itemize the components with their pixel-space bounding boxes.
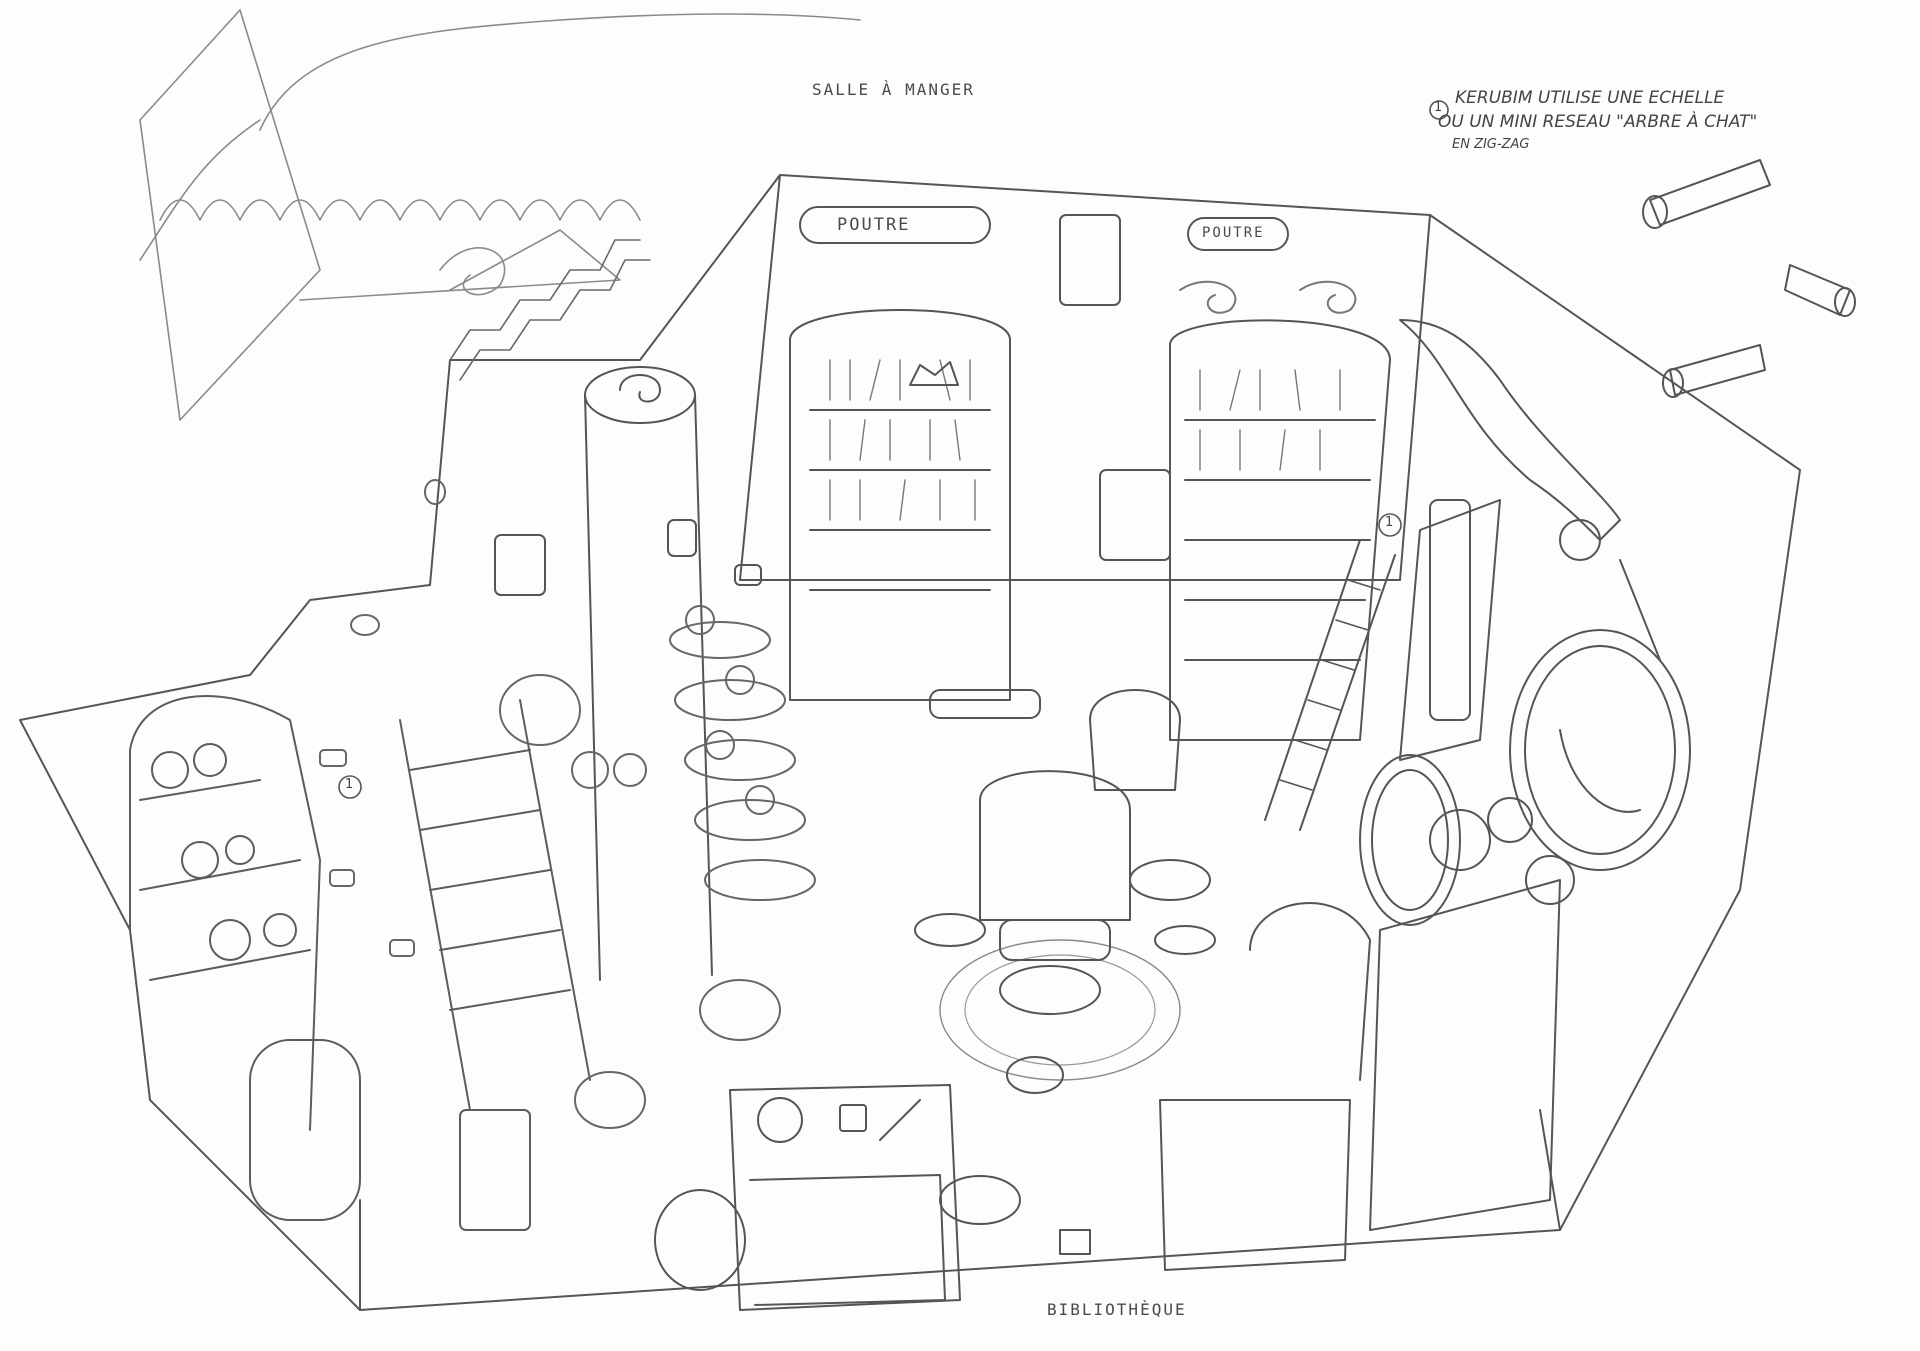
foreground-chest bbox=[654, 1084, 1091, 1311]
right-cabinets bbox=[1159, 797, 1575, 1271]
top-room-label: SALLE À MANGER bbox=[812, 80, 975, 99]
note-line-3: EN ZIG-ZAG bbox=[1452, 137, 1530, 152]
wall-tubes bbox=[319, 479, 446, 957]
wall-frames bbox=[494, 214, 1471, 721]
wall-swirls bbox=[1179, 280, 1357, 314]
back-bookcase-right bbox=[1169, 319, 1391, 741]
wall-marker-left: 1 bbox=[345, 777, 354, 792]
pillar-shelves bbox=[499, 605, 816, 1129]
back-bookcase-left bbox=[789, 309, 1011, 701]
left-bookcase bbox=[399, 699, 591, 1231]
wall-marker-right: 1 bbox=[1385, 515, 1394, 530]
note-line-2: OU UN MINI RESEAU "ARBRE À CHAT" bbox=[1438, 112, 1758, 132]
staircase bbox=[449, 239, 651, 381]
beam-label-right: POUTRE bbox=[1202, 225, 1265, 241]
cat-tubes bbox=[1642, 159, 1856, 398]
room-walls bbox=[19, 174, 1801, 1311]
marker-circles bbox=[338, 100, 1449, 799]
beam-label-left: POUTRE bbox=[837, 215, 911, 235]
beam-signs bbox=[799, 206, 1289, 251]
middle-furniture bbox=[914, 689, 1216, 1094]
bottom-room-label: BIBLIOTHÈQUE bbox=[1047, 1300, 1187, 1319]
note-line-1: KERUBIM UTILISE UNE ECHELLE bbox=[1455, 88, 1725, 108]
note-marker: 1 bbox=[1434, 100, 1443, 115]
left-cupboard bbox=[129, 695, 361, 1221]
right-wall-details bbox=[1264, 319, 1691, 926]
central-pillar bbox=[584, 366, 762, 981]
corridor-sketch bbox=[139, 9, 861, 421]
